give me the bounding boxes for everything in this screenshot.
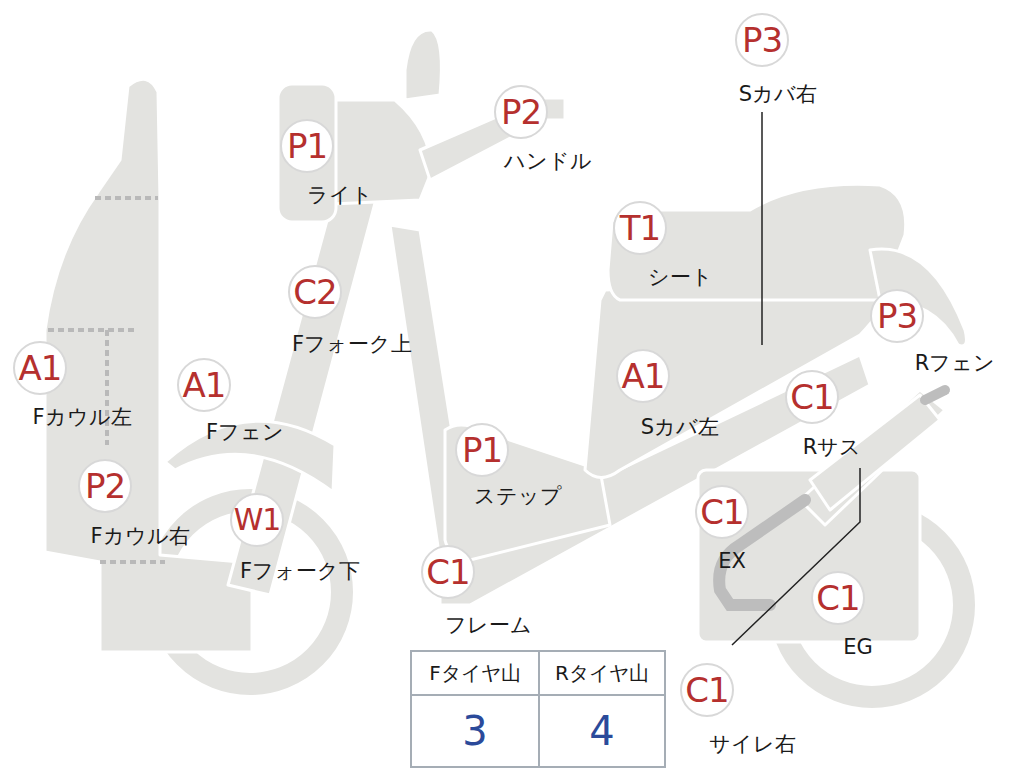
part-name: Fフォーク上 xyxy=(292,333,412,356)
callout-number: P3 xyxy=(742,23,782,57)
callout-circle: A1 xyxy=(177,358,231,412)
table-header: Rタイヤ山 xyxy=(555,660,649,687)
part-name: Rサス xyxy=(803,436,862,459)
callout-circle: P3 xyxy=(735,13,789,67)
callout-circle: P2 xyxy=(494,85,548,139)
part-name: Rフェン xyxy=(915,352,996,375)
callout-number: C1 xyxy=(700,495,743,529)
part-name: ハンドル xyxy=(504,150,592,173)
callout-number: A1 xyxy=(19,351,62,385)
callout-circle: C1 xyxy=(695,485,749,539)
table-cell: 4 xyxy=(538,696,664,766)
table-cell: 3 xyxy=(412,696,538,766)
part-name: Fフェン xyxy=(206,421,284,444)
callout-number: P2 xyxy=(501,95,541,129)
part-name: ライト xyxy=(307,184,373,207)
callout-number: P1 xyxy=(287,129,327,163)
callout-number: P3 xyxy=(877,299,917,333)
part-name: ステップ xyxy=(474,485,562,508)
part-name: EX xyxy=(718,550,746,573)
part-name: Fカウル右 xyxy=(90,525,189,548)
callout-circle: C1 xyxy=(421,545,475,599)
callout-circle: W1 xyxy=(230,493,284,547)
table-value: 4 xyxy=(589,708,614,754)
part-name: Sカバ左 xyxy=(641,416,719,439)
callout-circle: P1 xyxy=(455,423,509,477)
callout-circle: P3 xyxy=(870,289,924,343)
callout-number: C2 xyxy=(293,275,336,309)
part-name: Fフォーク下 xyxy=(240,560,360,583)
part-name: Sカバ右 xyxy=(739,83,817,106)
callout-circle: P2 xyxy=(78,459,132,513)
table-cell: Rタイヤ山 xyxy=(538,652,664,696)
callout-number: A1 xyxy=(622,359,665,393)
callout-number: P2 xyxy=(85,469,125,503)
part-name: EG xyxy=(843,636,873,659)
callout-circle: T1 xyxy=(613,201,667,255)
callout-circle: C2 xyxy=(288,265,342,319)
tire-table: Fタイヤ山 Rタイヤ山 3 4 xyxy=(410,650,666,768)
table-header: Fタイヤ山 xyxy=(429,660,521,687)
callout-number: C1 xyxy=(426,555,469,589)
table-value: 3 xyxy=(462,708,487,754)
part-name: サイレ右 xyxy=(709,733,796,756)
part-name: フレーム xyxy=(445,614,532,637)
callout-circle: C1 xyxy=(680,663,734,717)
callout-circle: C1 xyxy=(785,370,839,424)
callout-number: T1 xyxy=(620,211,660,245)
callout-number: C1 xyxy=(790,380,833,414)
callout-number: W1 xyxy=(234,505,281,535)
callout-circle: P1 xyxy=(280,119,334,173)
callout-circle: C1 xyxy=(811,571,865,625)
callout-number: A1 xyxy=(183,368,226,402)
callout-circle: A1 xyxy=(616,349,670,403)
part-name: シート xyxy=(648,266,713,289)
callout-number: P1 xyxy=(462,433,502,467)
table-cell: Fタイヤ山 xyxy=(412,652,538,696)
callout-number: C1 xyxy=(685,673,728,707)
callout-number: C1 xyxy=(816,581,859,615)
part-name: Fカウル左 xyxy=(32,406,131,429)
callout-circle: A1 xyxy=(13,341,67,395)
